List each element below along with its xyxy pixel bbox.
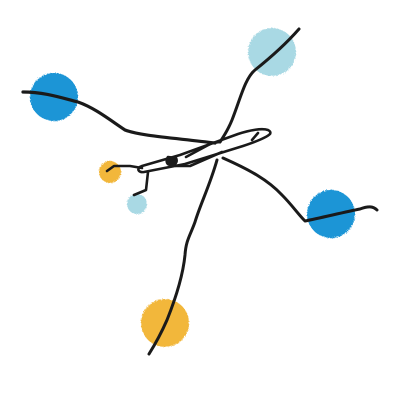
airplane-icon [105, 127, 272, 197]
route-line-right [221, 156, 379, 223]
dot-small-yellow [99, 161, 121, 183]
route-line-top [218, 27, 301, 144]
route-line-bottom [147, 158, 219, 356]
route-line-left [21, 90, 217, 145]
dot-top-right-light-blue [248, 28, 296, 76]
dot-small-light-blue [127, 194, 147, 214]
